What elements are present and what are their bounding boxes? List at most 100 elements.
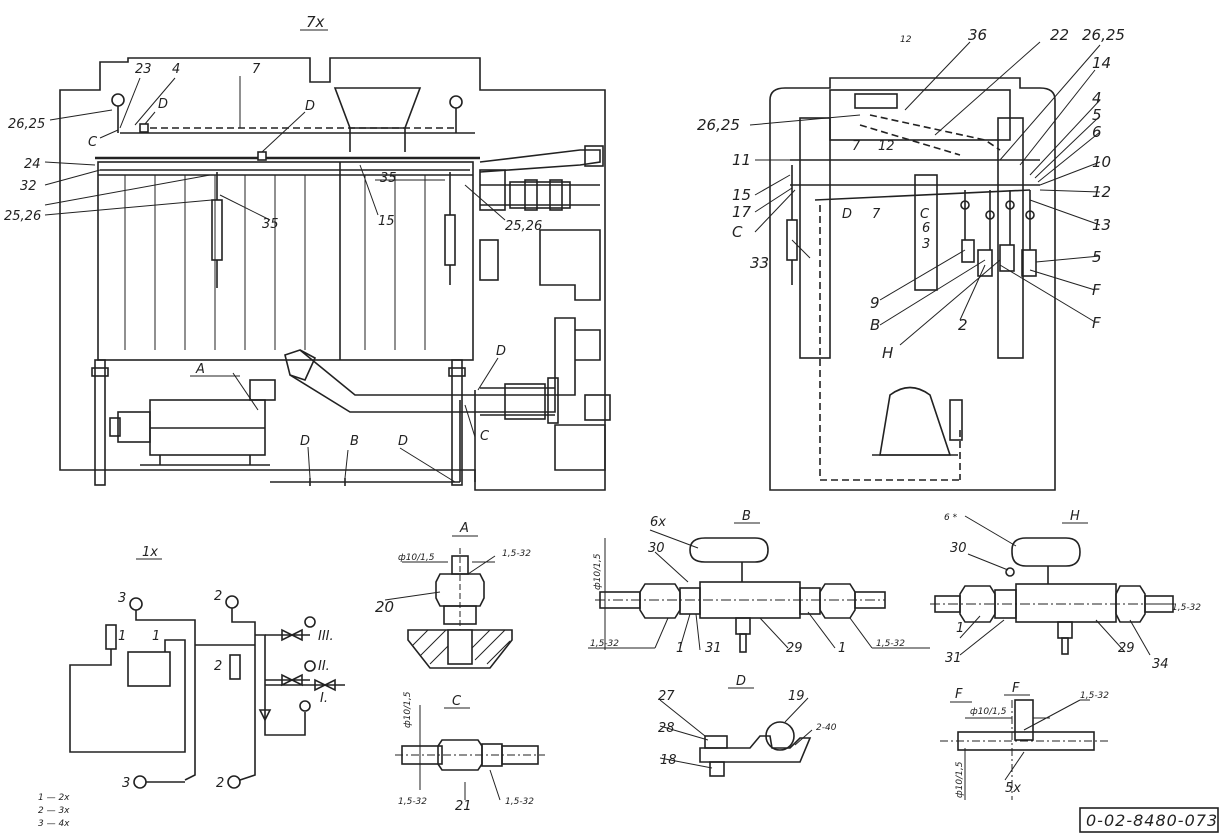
detail-H-part-30: 30 [950,541,967,556]
label-25-26-b: 25,26 [505,219,542,234]
label-F-1: F [1092,281,1101,299]
label-C-1: C [920,207,930,222]
label-D: D [842,207,852,222]
scheme-label-3-a: 3 [118,591,126,606]
drawing-number: 0-02-8480-073 [1086,811,1218,830]
label-32: 32 [20,179,37,194]
scheme-label-2-b: 2 [214,659,222,674]
label-7-b: 7 [872,207,881,222]
detail-A-title: A [459,521,469,536]
label-26-25-b: 26,25 [1082,26,1125,44]
detail-D-part-18: 18 [660,753,677,768]
detail-B: B 6x 30 ф10/1,5 1,5-32 1 31 29 1 1,5-32 [588,509,930,656]
detail-H-weld-right: 1,5-32 [1172,603,1201,613]
label-9: 9 [870,294,880,312]
label-25-26-a: 25,26 [4,209,41,224]
detail-H-part-34: 34 [1152,657,1169,672]
left-view-title: 7x [306,13,325,31]
label-4: 4 [172,62,180,77]
detail-H-top: 6 * [944,513,958,523]
detail-F-title: F [1012,681,1020,696]
label-D-1: D [158,97,168,112]
label-D-4: D [300,434,310,449]
scheme-label-2-a: 2 [214,589,222,604]
detail-H-part-31: 31 [945,651,962,666]
label-4: 4 [1092,89,1102,107]
label-33: 33 [750,254,769,272]
detail-D-part-19: 19 [788,689,805,704]
label-D-3: D [496,344,506,359]
label-7: 7 [252,62,261,77]
detail-H-part-29: 29 [1118,641,1135,656]
detail-A: A ф10/1,5 1,5-32 20 [375,521,531,669]
detail-A-weld: 1,5-32 [502,549,531,559]
detail-D-part-28: 28 [658,721,675,736]
label-H: H [882,344,893,362]
scheme-title: 1x [142,545,158,560]
right-view: 12 [697,26,1125,491]
detail-B-weld-left: 1,5-32 [590,639,619,649]
detail-B-part-29: 29 [786,641,803,656]
label-A: A [195,362,205,377]
scheme-1x: 1x 3 2 1 1 2 III. II. I. 3 [38,545,345,829]
right-view-title: 12 [900,35,912,45]
detail-F: F F ф10/1,5 1,5-32 ф10/1,5 5x [940,681,1110,800]
detail-F-part-5x: 5x [1005,781,1021,796]
detail-D-title: D [736,674,746,689]
detail-F-dimension-left: ф10/1,5 [955,761,965,798]
scheme-label-III: III. [318,629,334,644]
label-5-a: 5 [1092,106,1102,124]
label-F-2: F [1092,314,1101,332]
label-10: 10 [1092,153,1111,171]
label-13: 13 [1092,216,1111,234]
legend-line-1: 1 — 2x [38,793,70,803]
label-2: 2 [958,316,968,334]
label-D-2: D [305,99,315,114]
detail-C-dimension: ф10/1,5 [403,691,413,728]
label-6-a: 6 [1092,123,1102,141]
label-12-a: 12 [878,139,895,154]
legend-line-2: 2 — 3x [38,806,70,816]
detail-B-dimension: ф10/1,5 [593,553,603,590]
label-15: 15 [732,186,751,204]
detail-B-part-31: 31 [705,641,722,656]
detail-H-title: H [1070,509,1080,524]
detail-B-weld-right: 1,5-32 [876,639,905,649]
scheme-label-I: I. [320,691,328,706]
detail-B-part-1-a: 1 [676,641,684,656]
label-26-25-a: 26,25 [697,116,740,134]
detail-B-title: B [742,509,751,524]
label-24: 24 [24,157,41,172]
detail-A-dimension: ф10/1,5 [398,553,435,563]
label-C-2: C [480,429,490,444]
detail-B-top: 6x [650,515,666,530]
label-7-a: 7 [852,139,861,154]
scheme-label-2-c: 2 [216,776,224,791]
detail-H: H 6 * 30 1,5-32 1 31 29 34 [930,509,1201,672]
detail-C-weld-left: 1,5-32 [398,797,427,807]
label-D-5: D [398,434,408,449]
label-B: B [870,316,880,334]
label-14: 14 [1092,54,1111,72]
scheme-label-1-b: 1 [152,629,160,644]
detail-C-part-21: 21 [455,799,472,814]
detail-F-weld: 1,5-32 [1080,691,1109,701]
label-B: B [350,434,359,449]
label-35-a: 35 [262,217,279,232]
label-35-b: 35 [380,171,397,186]
detail-C-title: C [452,694,462,709]
label-6-b: 6 [922,221,930,236]
label-11: 11 [732,151,751,169]
label-26-25: 26,25 [8,117,45,132]
detail-H-part-1: 1 [956,621,964,636]
detail-C: C ф10/1,5 1,5-32 21 1,5-32 [395,691,545,814]
label-22: 22 [1050,26,1069,44]
label-12-b: 12 [1092,183,1111,201]
label-36: 36 [968,26,987,44]
scheme-label-II: II. [318,659,330,674]
scheme-label-3-b: 3 [122,776,130,791]
label-23: 23 [135,62,152,77]
legend-line-3: 3 — 4x [38,819,70,829]
label-C-2: C [732,223,743,241]
